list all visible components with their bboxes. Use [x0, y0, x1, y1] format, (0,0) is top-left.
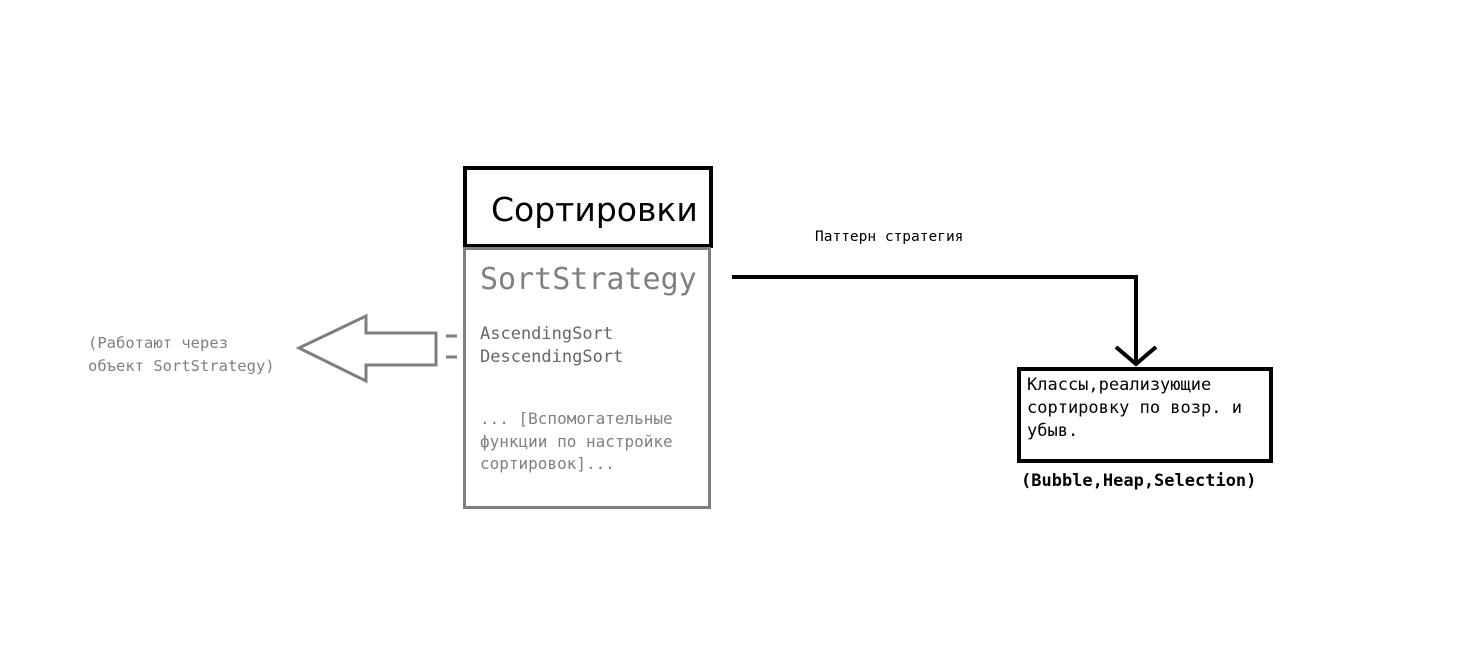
- diagram-title: Сортировки: [491, 190, 698, 229]
- helper-line-2: функции по настройке: [480, 431, 673, 451]
- implementations-text: Классы,реализующие сортировку по возр. и…: [1027, 374, 1242, 443]
- title-box: Сортировки: [463, 166, 713, 248]
- strategy-arrowhead: [1114, 345, 1158, 367]
- method-ascending-sort: AscendingSort: [480, 324, 614, 344]
- method-list: AscendingSort DescendingSort: [480, 323, 623, 369]
- implementations-box: Классы,реализующие сортировку по возр. и…: [1017, 367, 1273, 463]
- strategy-connector-line: [732, 275, 1138, 362]
- class-name: SortStrategy: [480, 262, 697, 297]
- hollow-left-arrow: [295, 313, 438, 384]
- left-note-line-2: объект SortStrategy): [88, 356, 275, 375]
- pattern-label: Паттерн стратегия: [815, 229, 964, 245]
- implementations-list: (Bubble,Heap,Selection): [1021, 471, 1257, 491]
- helper-functions-note: ... [Вспомогательные функции по настройк…: [480, 408, 673, 476]
- implementations-line-2: сортировку по возр. и: [1027, 398, 1242, 418]
- left-note-line-1: (Работают через: [88, 334, 228, 352]
- left-note: (Работают через объект SortStrategy): [88, 332, 275, 377]
- implementations-line-3: убыв.: [1027, 421, 1079, 441]
- sort-strategy-class-box: SortStrategy AscendingSort DescendingSor…: [463, 247, 711, 509]
- helper-line-3: сортировок]...: [480, 454, 615, 473]
- implementations-line-1: Классы,реализующие: [1027, 375, 1212, 395]
- method-descending-sort: DescendingSort: [480, 347, 624, 367]
- helper-line-1: ... [Вспомогательные: [480, 409, 673, 428]
